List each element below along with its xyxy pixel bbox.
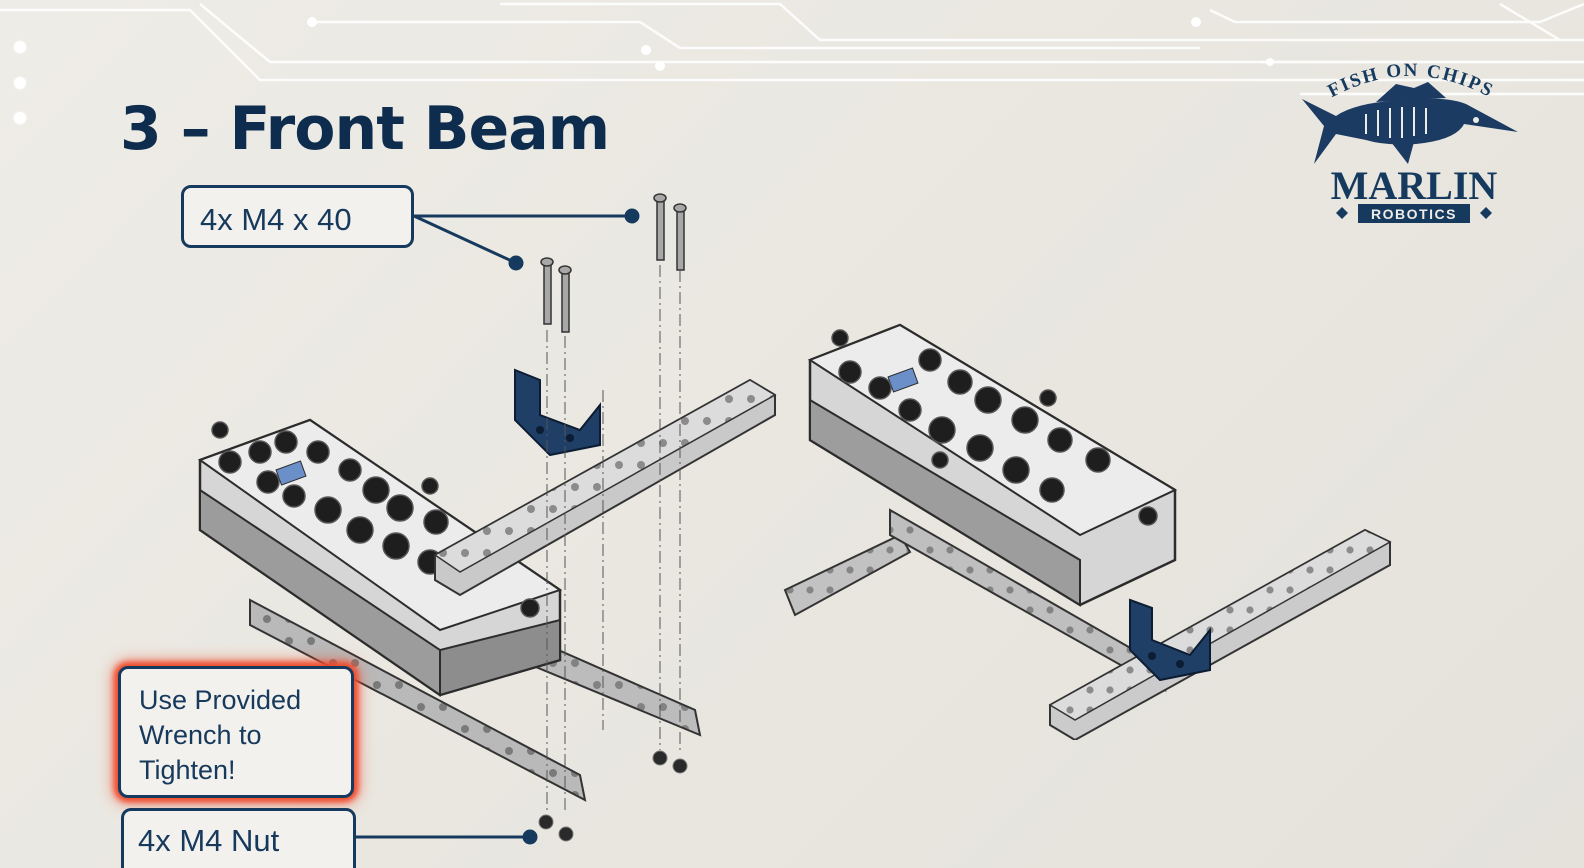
nuts: [538, 750, 688, 842]
assembled-view-drawing: [783, 323, 1392, 740]
wrench-callout-line: Use Provided: [139, 685, 302, 715]
logo-subtitle: ROBOTICS: [1371, 206, 1457, 222]
mounting-bracket: [1129, 598, 1211, 682]
decor-dot: [14, 77, 26, 89]
front-beam: [433, 378, 777, 597]
wrench-callout: Use Provided Wrench to Tighten!: [118, 666, 354, 798]
decor-dot: [14, 41, 26, 53]
front-beam: [1048, 528, 1392, 740]
screws: [540, 193, 687, 333]
exploded-assembly-drawing: [197, 193, 777, 842]
robot-brain-module: [807, 323, 1178, 607]
bolt-callout: 4x M4 x 40: [181, 185, 414, 248]
wrench-callout-line: Wrench to: [139, 720, 262, 750]
marlin-fish-icon: [1302, 82, 1518, 164]
side-rail: [783, 533, 912, 617]
wrench-callout-line: Tighten!: [139, 755, 236, 785]
lower-rail: [249, 598, 587, 802]
logo-name: MARLIN: [1331, 163, 1498, 208]
circuit-trace-decoration: [0, 2, 1584, 96]
nut-callout: 4x M4 Nut: [121, 808, 356, 868]
mounting-bracket: [514, 368, 601, 457]
decor-dot: [14, 112, 26, 124]
slide-title: 3 – Front Beam: [120, 94, 610, 164]
marlin-robotics-logo: FISH ON CHIPS MARLIN ROBOTICS: [1302, 60, 1518, 223]
